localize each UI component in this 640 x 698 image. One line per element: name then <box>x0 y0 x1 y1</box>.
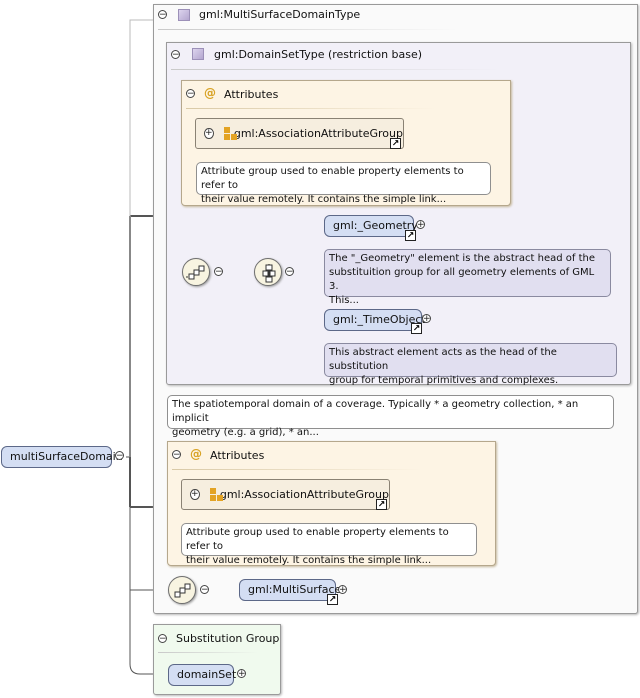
attribute-group-icon <box>223 127 237 140</box>
doc-line: The spatiotemporal domain of a coverage.… <box>172 399 579 424</box>
attributes-inner-doc: Attribute group used to enable property … <box>196 162 491 205</box>
substitution-group-title: Substitution Group <box>176 632 280 645</box>
attribute-icon: @ <box>190 447 202 461</box>
element-multi-surface[interactable]: gml:MultiSurface <box>239 579 341 601</box>
geometry-doc: The "_Geometry" element is the abstract … <box>324 249 611 306</box>
doc-line: This abstract element acts as the head o… <box>329 347 557 372</box>
header-divider <box>172 469 422 470</box>
collapse-icon[interactable]: − <box>115 451 124 461</box>
reference-icon[interactable]: ↗ <box>405 230 416 241</box>
collapse-icon[interactable]: − <box>172 450 181 460</box>
element-time-object[interactable]: gml:_TimeObject <box>324 309 426 331</box>
choice-icon <box>174 583 191 598</box>
attribute-group-outer[interactable]: + gml:AssociationAttributeGroup <box>181 479 390 510</box>
root-element-multiSurfaceDomain[interactable]: multiSurfaceDomain <box>1 446 123 468</box>
expand-icon[interactable]: + <box>237 669 246 679</box>
time-object-doc: This abstract element acts as the head o… <box>324 343 617 386</box>
doc-line: geometry (e.g. a grid), * an... <box>172 427 319 438</box>
reference-icon[interactable]: ↗ <box>390 138 401 149</box>
header-divider <box>158 652 258 653</box>
header-divider <box>186 108 436 109</box>
expand-icon[interactable]: + <box>190 489 200 500</box>
sequence-icon <box>262 264 276 283</box>
attributes-title: Attributes <box>224 88 279 101</box>
collapse-icon[interactable]: − <box>171 50 180 60</box>
header-divider <box>171 69 501 70</box>
attribute-icon: @ <box>204 86 216 100</box>
attribute-group-inner[interactable]: + gml:AssociationAttributeGroup <box>195 118 404 149</box>
choice-compositor[interactable] <box>168 576 196 604</box>
collapse-icon[interactable]: − <box>158 10 167 20</box>
doc-line: their value remotely. It contains the si… <box>186 555 432 566</box>
root-element-label: multiSurfaceDomain <box>10 450 123 463</box>
choice-icon <box>186 265 205 280</box>
reference-icon[interactable]: ↗ <box>376 499 387 510</box>
doc-line: The "_Geometry" element is the abstract … <box>329 253 596 264</box>
doc-line: group for temporal primitives and comple… <box>329 375 559 386</box>
collapse-icon[interactable]: − <box>158 634 167 644</box>
doc-line: Attribute group used to enable property … <box>201 166 464 191</box>
domain-set-title: gml:DomainSetType (restriction base) <box>214 48 423 61</box>
type-box-title: gml:MultiSurfaceDomainType <box>199 8 361 21</box>
element-geometry[interactable]: gml:_Geometry <box>324 215 418 237</box>
expand-icon[interactable]: + <box>204 128 214 139</box>
time-object-label: gml:_TimeObject <box>333 313 426 326</box>
attribute-group-label: gml:AssociationAttributeGroup <box>219 488 389 501</box>
domain-doc: The spatiotemporal domain of a coverage.… <box>167 395 614 438</box>
choice-compositor[interactable] <box>182 258 210 286</box>
reference-icon[interactable]: ↗ <box>327 594 338 605</box>
header-divider <box>158 29 458 30</box>
collapse-icon[interactable]: − <box>285 267 294 277</box>
collapse-icon[interactable]: − <box>186 89 195 99</box>
attributes-title: Attributes <box>210 449 265 462</box>
reference-icon[interactable]: ↗ <box>411 323 422 334</box>
complex-type-icon <box>192 48 204 60</box>
domain-set-label: domainSet <box>177 668 237 681</box>
geometry-label: gml:_Geometry <box>333 219 418 232</box>
doc-line: Attribute group used to enable property … <box>186 527 449 552</box>
attribute-group-label: gml:AssociationAttributeGroup <box>233 127 403 140</box>
complex-type-icon <box>178 9 190 21</box>
attributes-outer-doc: Attribute group used to enable property … <box>181 523 477 566</box>
sequence-compositor[interactable] <box>254 258 282 286</box>
collapse-icon[interactable]: − <box>214 267 223 277</box>
collapse-icon[interactable]: − <box>200 585 209 595</box>
multi-surface-label: gml:MultiSurface <box>248 583 342 596</box>
doc-line: This... <box>329 295 359 306</box>
doc-line: substituition group for all geometry ele… <box>329 267 595 292</box>
doc-line: their value remotely. It contains the si… <box>201 194 447 205</box>
element-domain-set[interactable]: domainSet <box>168 664 237 686</box>
expand-icon[interactable]: + <box>422 314 431 324</box>
attribute-group-icon <box>209 488 223 501</box>
expand-icon[interactable]: + <box>338 585 347 595</box>
expand-icon[interactable]: + <box>416 220 425 230</box>
